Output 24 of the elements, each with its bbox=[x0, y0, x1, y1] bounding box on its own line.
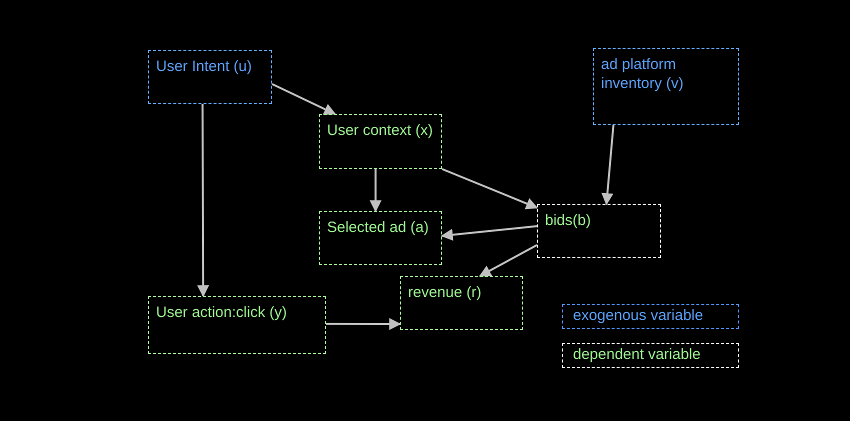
legend-text: exogenous variable bbox=[573, 307, 704, 324]
variable-label: bids(b) bbox=[545, 211, 592, 230]
variable-label: User context (x) bbox=[327, 121, 434, 140]
variable-label: User Intent (u) bbox=[156, 57, 253, 76]
variable-box bbox=[593, 48, 739, 125]
variable-box bbox=[537, 204, 661, 258]
arrow bbox=[272, 83, 336, 115]
arrow bbox=[478, 244, 538, 277]
arrow bbox=[326, 318, 402, 330]
variable-label: revenue (r) bbox=[408, 283, 482, 302]
variable-label: Selected ad (a) bbox=[327, 218, 430, 237]
arrow bbox=[370, 169, 382, 212]
arrow bbox=[601, 124, 614, 206]
variable-box bbox=[148, 50, 272, 104]
legend-text: dependent variable bbox=[573, 346, 701, 363]
arrow bbox=[440, 225, 538, 241]
variable-box bbox=[400, 276, 523, 330]
variable-box bbox=[319, 114, 442, 169]
variable-label: User action:click (y) bbox=[156, 303, 288, 322]
variable-box bbox=[148, 296, 326, 354]
variable-label: ad platform inventory (v) bbox=[601, 55, 685, 93]
arrow bbox=[197, 104, 210, 298]
arrow bbox=[442, 168, 538, 210]
variable-box bbox=[319, 211, 442, 265]
